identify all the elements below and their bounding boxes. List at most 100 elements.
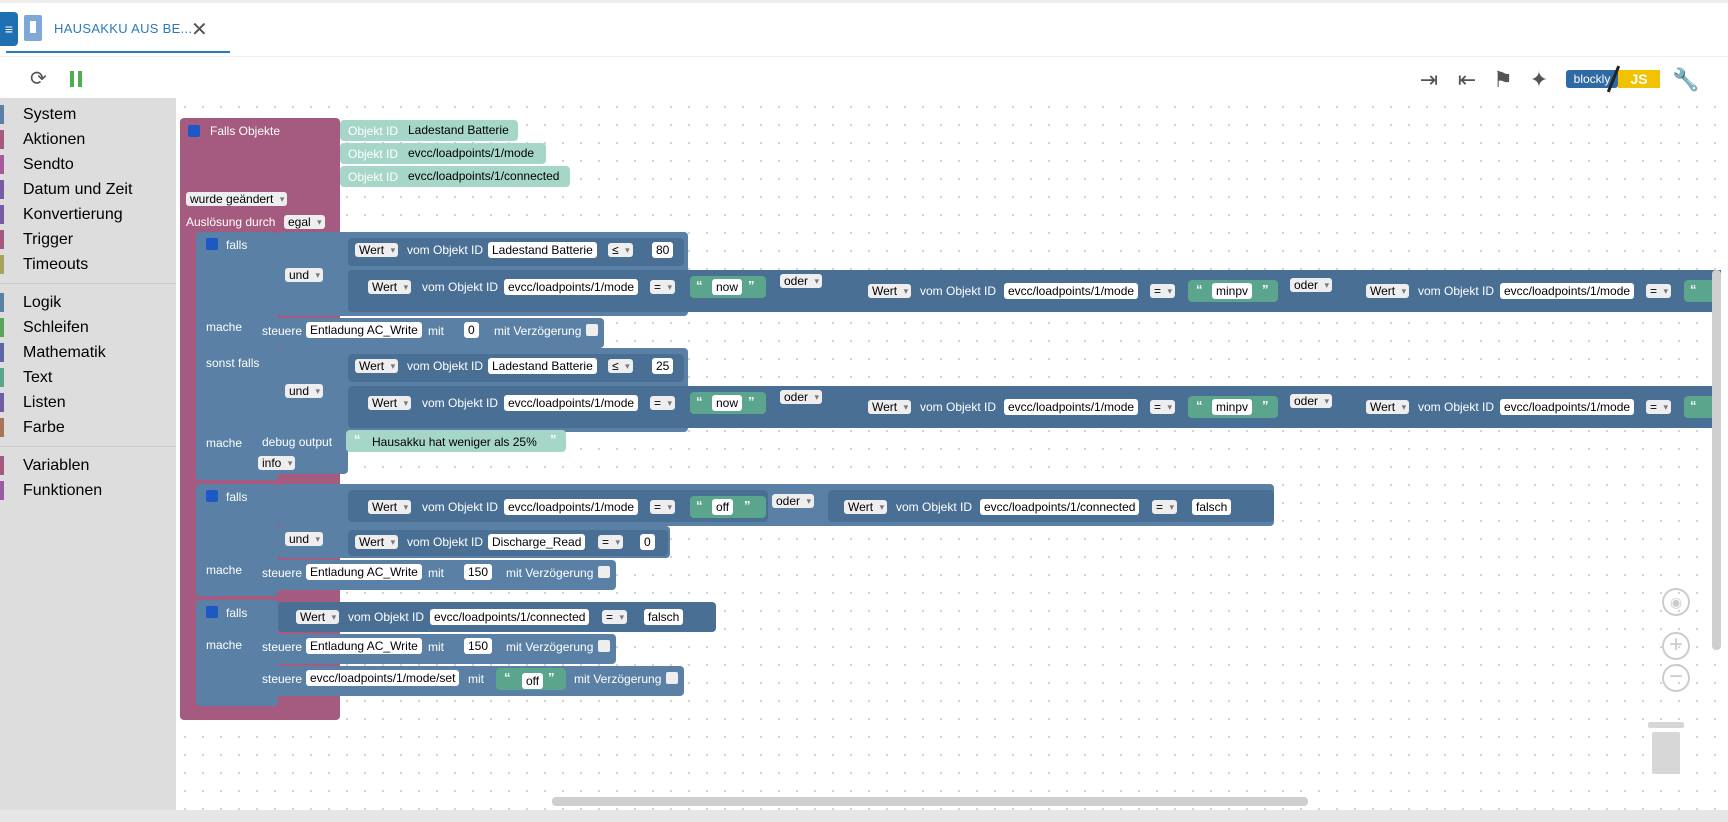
value-dropdown[interactable]: Wert	[355, 535, 399, 549]
object-id[interactable]: evcc/loadpoints/1/mode	[1004, 283, 1139, 299]
pause-icon[interactable]	[70, 71, 84, 87]
operator-dropdown[interactable]: =	[1150, 400, 1176, 414]
object-id-value[interactable]: Ladestand Batterie	[408, 123, 509, 137]
gear-icon[interactable]	[188, 125, 200, 137]
export-icon[interactable]: ⇥	[1419, 67, 1439, 92]
trash-icon[interactable]	[1648, 722, 1684, 774]
object-id[interactable]: evcc/loadpoints/1/mode	[1500, 283, 1635, 299]
zoom-in-icon[interactable]: +	[1662, 632, 1690, 660]
boolean-field[interactable]: falsch	[1192, 499, 1232, 515]
value-dropdown[interactable]: Wert	[368, 396, 412, 410]
object-id[interactable]: evcc/loadpoints/1/connected	[980, 499, 1140, 515]
state-id[interactable]: evcc/loadpoints/1/mode/set	[306, 670, 460, 686]
operator-dropdown[interactable]: =	[650, 500, 676, 514]
category-timeouts[interactable]: Timeouts	[0, 252, 176, 277]
boolean-field[interactable]: falsch	[644, 609, 684, 625]
value-dropdown[interactable]: Wert	[1366, 284, 1410, 298]
gear-icon[interactable]	[206, 490, 218, 502]
category-variablen[interactable]: Variablen	[0, 453, 176, 478]
object-id[interactable]: Ladestand Batterie	[488, 242, 597, 258]
value-dropdown[interactable]: Wert	[355, 359, 399, 373]
object-id[interactable]: evcc/loadpoints/1/mode	[1500, 399, 1635, 415]
object-id[interactable]: evcc/loadpoints/1/mode	[1004, 399, 1139, 415]
recenter-icon[interactable]: ◉	[1662, 588, 1690, 616]
operator-dropdown[interactable]: =	[1646, 284, 1672, 298]
category-konvertierung[interactable]: Konvertierung	[0, 202, 176, 227]
horizontal-scrollbar[interactable]	[552, 797, 1308, 806]
operator-dropdown[interactable]: =	[1150, 284, 1176, 298]
and-dropdown[interactable]: und	[285, 384, 324, 398]
delay-checkbox[interactable]	[598, 566, 610, 578]
menu-button[interactable]: ≡	[0, 12, 18, 46]
delay-checkbox[interactable]	[586, 324, 598, 336]
operator-dropdown[interactable]: =	[598, 535, 624, 549]
category-trigger[interactable]: Trigger	[0, 227, 176, 252]
state-id[interactable]: Entladung AC_Write	[306, 638, 422, 654]
trigger-changed-dropdown[interactable]: wurde geändert	[186, 192, 288, 206]
value-dropdown[interactable]: Wert	[296, 610, 340, 624]
category-farbe[interactable]: Farbe	[0, 415, 176, 440]
zoom-out-icon[interactable]: −	[1662, 664, 1690, 692]
tab-close-icon[interactable]: ✕	[191, 19, 208, 41]
number-field[interactable]: 25	[652, 358, 674, 374]
object-id[interactable]: evcc/loadpoints/1/mode	[504, 499, 639, 515]
trigger-source-dropdown[interactable]: egal	[284, 215, 325, 229]
number-field[interactable]: 80	[652, 242, 674, 258]
state-id[interactable]: Entladung AC_Write	[306, 322, 422, 338]
category-aktionen[interactable]: Aktionen	[0, 127, 176, 152]
object-id[interactable]: Discharge_Read	[488, 534, 586, 550]
operator-dropdown[interactable]: =	[1646, 400, 1672, 414]
category-funktionen[interactable]: Funktionen	[0, 478, 176, 503]
operator-dropdown[interactable]: =	[1152, 500, 1178, 514]
blockly-js-toggle[interactable]: blockly JS	[1566, 65, 1666, 93]
string-value[interactable]: minpv	[1212, 283, 1253, 299]
value-dropdown[interactable]: Wert	[368, 280, 412, 294]
category-system[interactable]: System	[0, 102, 176, 127]
value-dropdown[interactable]: Wert	[868, 400, 912, 414]
operator-dropdown[interactable]: ≤	[608, 243, 633, 257]
value-dropdown[interactable]: Wert	[844, 500, 888, 514]
import-icon[interactable]: ⇤	[1457, 67, 1477, 92]
log-level-dropdown[interactable]: info	[258, 456, 296, 470]
number-field[interactable]: 150	[464, 564, 493, 580]
sparkle-icon[interactable]: ✦	[1529, 67, 1549, 92]
number-field[interactable]: 150	[464, 638, 493, 654]
operator-dropdown[interactable]: =	[650, 280, 676, 294]
delay-checkbox[interactable]	[598, 640, 610, 652]
wrench-icon[interactable]: 🔧	[1672, 67, 1700, 92]
operator-dropdown[interactable]: ≤	[608, 359, 633, 373]
or-dropdown[interactable]: oder	[1290, 278, 1333, 292]
value-dropdown[interactable]: Wert	[1366, 400, 1410, 414]
category-datum-und-zeit[interactable]: Datum und Zeit	[0, 177, 176, 202]
vertical-scrollbar[interactable]	[1712, 270, 1721, 650]
and-dropdown[interactable]: und	[285, 532, 324, 546]
reload-icon[interactable]: ⟳	[30, 68, 47, 90]
value-dropdown[interactable]: Wert	[355, 243, 399, 257]
object-id-value[interactable]: evcc/loadpoints/1/connected	[408, 169, 560, 183]
or-dropdown[interactable]: oder	[780, 390, 823, 404]
gear-icon[interactable]	[206, 238, 218, 250]
or-dropdown[interactable]: oder	[1290, 394, 1333, 408]
object-id[interactable]: evcc/loadpoints/1/connected	[430, 609, 590, 625]
operator-dropdown[interactable]: =	[602, 610, 628, 624]
string-value[interactable]: now	[712, 279, 743, 295]
category-schleifen[interactable]: Schleifen	[0, 315, 176, 340]
string-value[interactable]: now	[712, 395, 743, 411]
number-field[interactable]: 0	[464, 322, 479, 338]
category-sendto[interactable]: Sendto	[0, 152, 176, 177]
gear-icon[interactable]	[206, 606, 218, 618]
value-dropdown[interactable]: Wert	[868, 284, 912, 298]
or-dropdown[interactable]: oder	[780, 274, 823, 288]
category-text[interactable]: Text	[0, 365, 176, 390]
object-id[interactable]: Ladestand Batterie	[488, 358, 597, 374]
object-id-value[interactable]: evcc/loadpoints/1/mode	[408, 146, 535, 160]
value-dropdown[interactable]: Wert	[368, 500, 412, 514]
string-value[interactable]: minpv	[1212, 399, 1253, 415]
object-id[interactable]: evcc/loadpoints/1/mode	[504, 395, 639, 411]
operator-dropdown[interactable]: =	[650, 396, 676, 410]
or-dropdown[interactable]: oder	[772, 494, 815, 508]
checkered-flag-icon[interactable]: ⚑	[1493, 67, 1513, 92]
tab-title[interactable]: HAUSAKKU AUS BE...	[54, 21, 193, 36]
category-listen[interactable]: Listen	[0, 390, 176, 415]
